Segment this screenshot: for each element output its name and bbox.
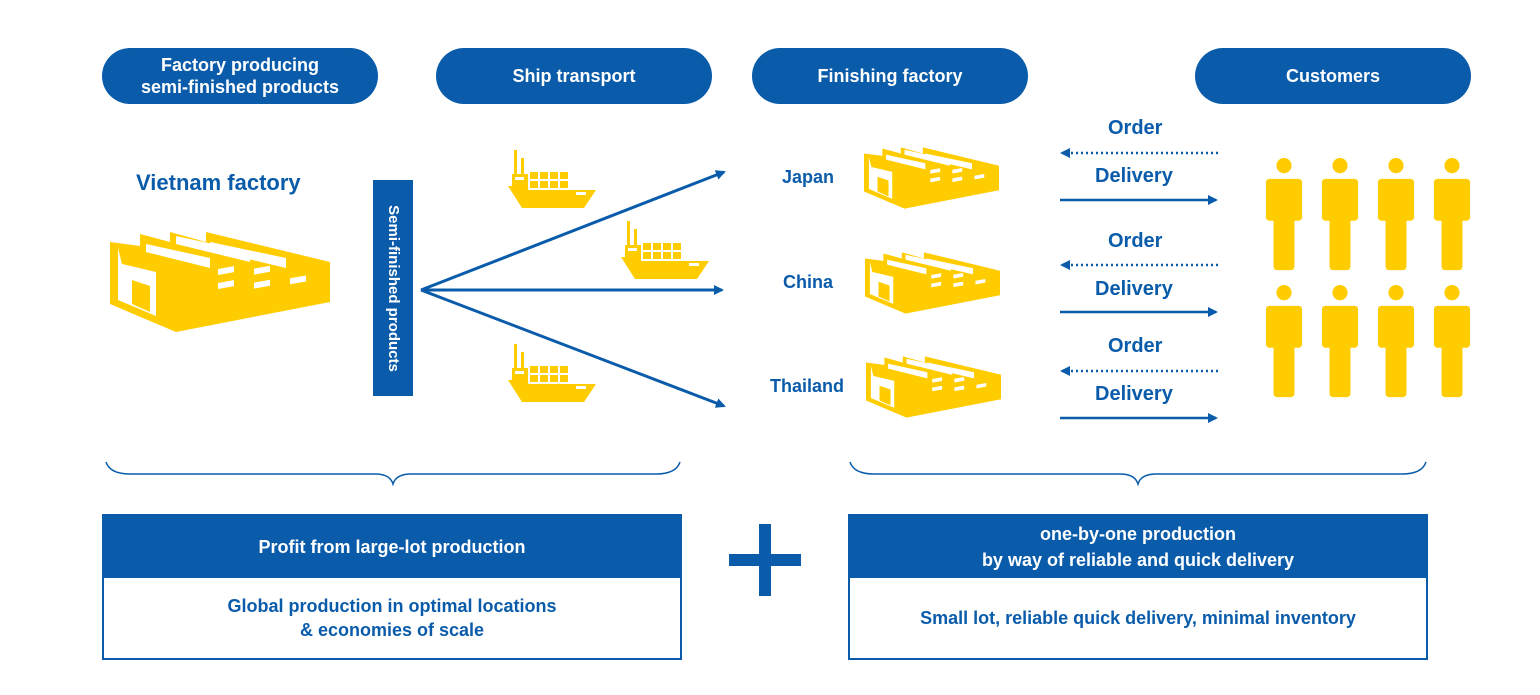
customer-person-icon <box>1433 285 1471 398</box>
customer-person-icon <box>1433 158 1471 271</box>
order-label: Order <box>1108 117 1163 139</box>
summary-left-body: Global production in optimal locations &… <box>227 596 557 640</box>
summary-right-title: one-by-one production by way of reliable… <box>850 516 1426 578</box>
vietnam-factory-label: Vietnam factory <box>136 170 301 195</box>
customer-person-icon <box>1377 285 1415 398</box>
thailand-factory-icon <box>866 356 1001 418</box>
country-label-japan: Japan <box>782 167 835 187</box>
delivery-label: Delivery <box>1095 165 1173 187</box>
country-label-china: China <box>783 272 834 292</box>
summary-right-body: Small lot, reliable quick delivery, mini… <box>920 608 1356 628</box>
header-factory-semi-finished: Factory producing semi-finished products <box>102 48 378 104</box>
order-delivery-arrows <box>1060 148 1218 423</box>
china-factory-icon <box>865 252 1000 314</box>
customer-person-icon <box>1265 285 1303 398</box>
left-brace <box>105 461 681 487</box>
summary-right-box: one-by-one production by way of reliable… <box>848 514 1428 660</box>
ship-icon <box>621 221 709 279</box>
header-finishing-factory: Finishing factory <box>752 48 1028 104</box>
summary-left-title: Profit from large-lot production <box>104 516 680 578</box>
delivery-label: Delivery <box>1095 383 1173 405</box>
right-brace <box>849 461 1427 487</box>
header-ship-transport: Ship transport <box>436 48 712 104</box>
japan-factory-icon <box>864 147 999 209</box>
summary-left-box: Profit from large-lot production Global … <box>102 514 682 660</box>
customer-person-icon <box>1321 158 1359 271</box>
plus-icon <box>729 524 801 596</box>
order-label: Order <box>1108 230 1163 252</box>
customer-person-icon <box>1265 158 1303 271</box>
delivery-label: Delivery <box>1095 278 1173 300</box>
ship-icon <box>508 150 596 208</box>
header-customers: Customers <box>1195 48 1471 104</box>
vietnam-factory-icon <box>110 232 330 332</box>
arrow-to-japan <box>420 170 726 292</box>
semi-finished-products-bar: Semi-finished products <box>373 180 413 396</box>
customers-group <box>1265 158 1471 398</box>
country-label-thailand: Thailand <box>770 376 845 396</box>
order-label: Order <box>1108 335 1163 357</box>
customer-person-icon <box>1321 285 1359 398</box>
arrow-to-thailand <box>420 288 726 408</box>
customer-person-icon <box>1377 158 1415 271</box>
